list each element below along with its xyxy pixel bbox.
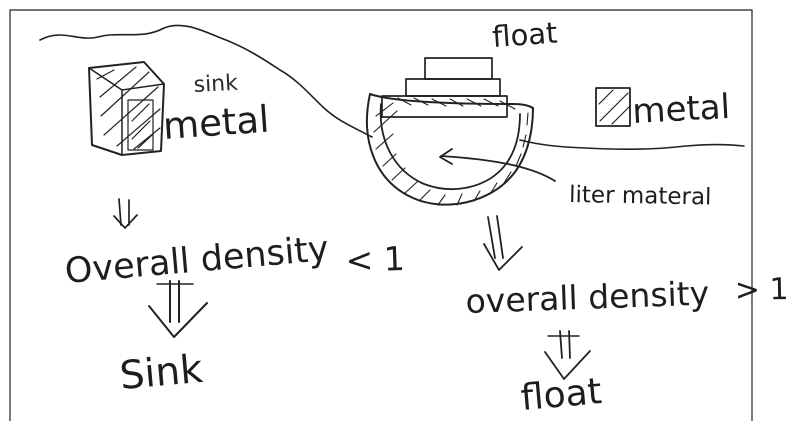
left-metal-label: metal xyxy=(162,98,271,148)
water-line-right xyxy=(520,140,744,149)
right-metal-label: metal xyxy=(631,87,731,132)
right-overall-density-label: overall density xyxy=(465,274,710,321)
right-metal-box xyxy=(596,88,630,126)
left-result-label: Sink xyxy=(118,347,205,399)
left-overall-density-label: Overall density xyxy=(63,229,330,292)
left-density-relation: < 1 xyxy=(345,239,405,280)
left-metal-box xyxy=(89,62,164,155)
right-density-relation: > 1 xyxy=(735,272,787,308)
right-down-arrow-small xyxy=(484,216,522,270)
left-down-arrow-small xyxy=(114,199,137,228)
left-down-arrow-large xyxy=(149,281,207,337)
lighter-material-label: liter materal xyxy=(569,182,712,210)
left-sink-top-label: sink xyxy=(193,71,239,98)
boat xyxy=(367,58,555,205)
right-result-label: float xyxy=(519,371,603,419)
top-float-label: float xyxy=(491,16,558,54)
